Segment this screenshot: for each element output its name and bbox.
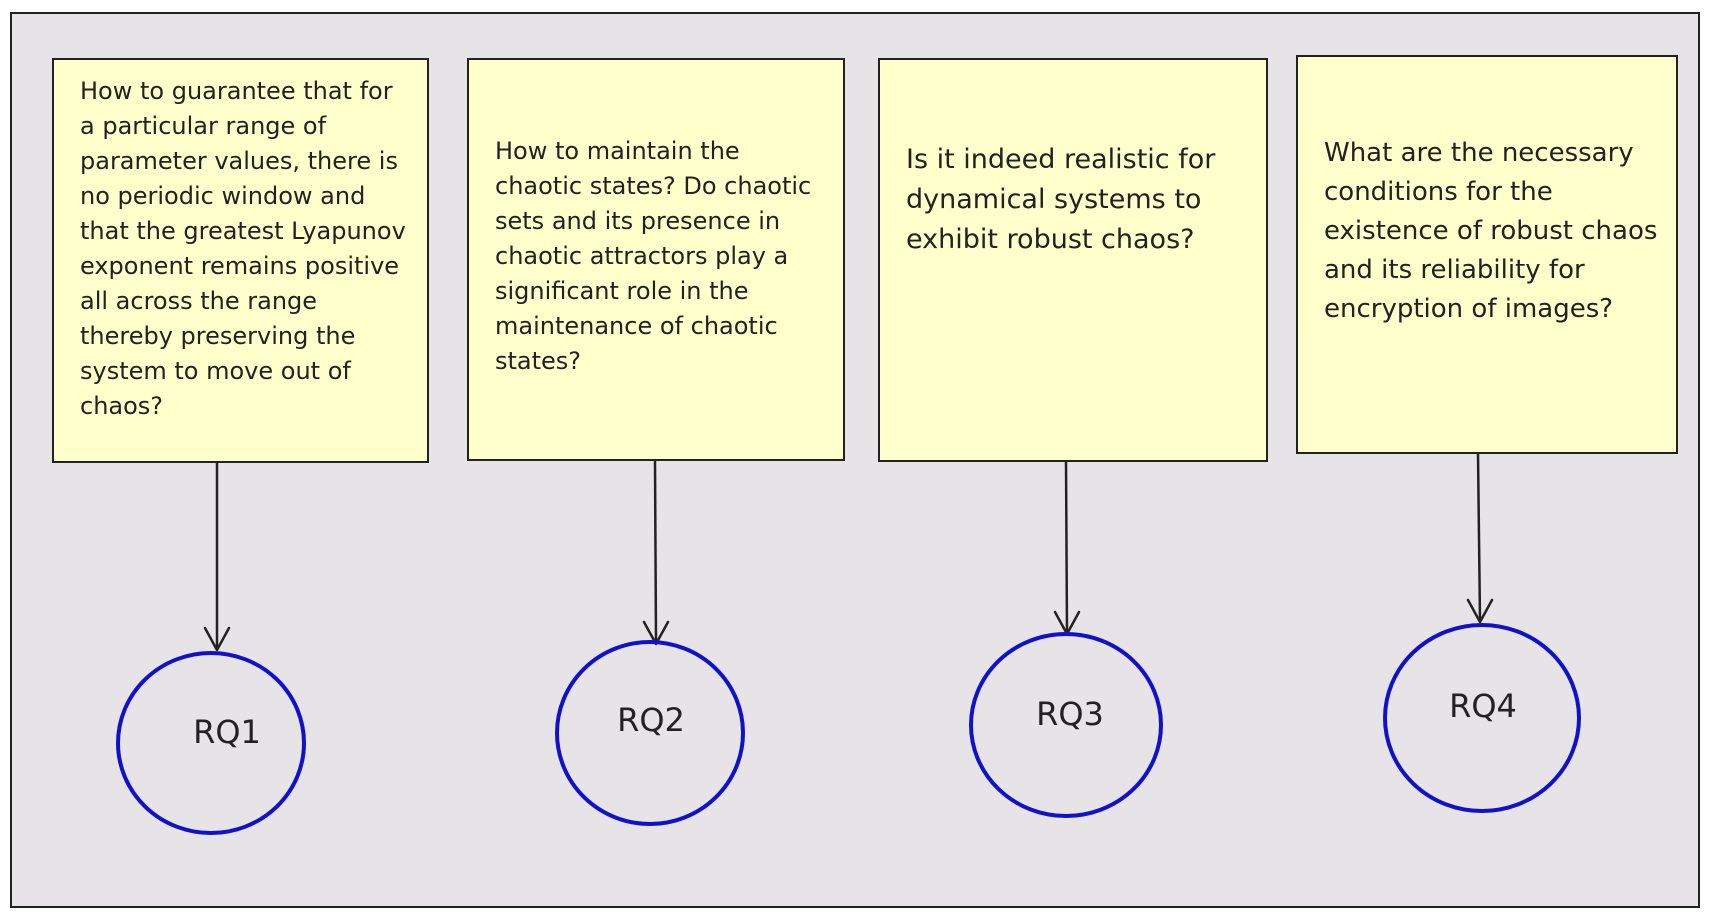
question-box-rq4: What are the necessary conditions for th… (1296, 55, 1678, 454)
node-label-rq4: RQ4 (1449, 687, 1517, 725)
question-box-rq2: How to maintain the chaotic states? Do c… (467, 58, 845, 461)
question-box-rq1: How to guarantee that for a particular r… (52, 58, 429, 463)
question-box-rq3: Is it indeed realistic for dynamical sys… (878, 58, 1268, 462)
question-text-rq3: Is it indeed realistic for dynamical sys… (906, 144, 1216, 255)
node-label-rq1: RQ1 (193, 713, 261, 751)
node-label-rq2: RQ2 (617, 701, 685, 739)
question-text-rq1: How to guarantee that for a particular r… (80, 77, 406, 420)
node-label-rq3: RQ3 (1036, 695, 1104, 733)
question-text-rq2: How to maintain the chaotic states? Do c… (495, 137, 812, 375)
question-text-rq4: What are the necessary conditions for th… (1324, 138, 1658, 324)
